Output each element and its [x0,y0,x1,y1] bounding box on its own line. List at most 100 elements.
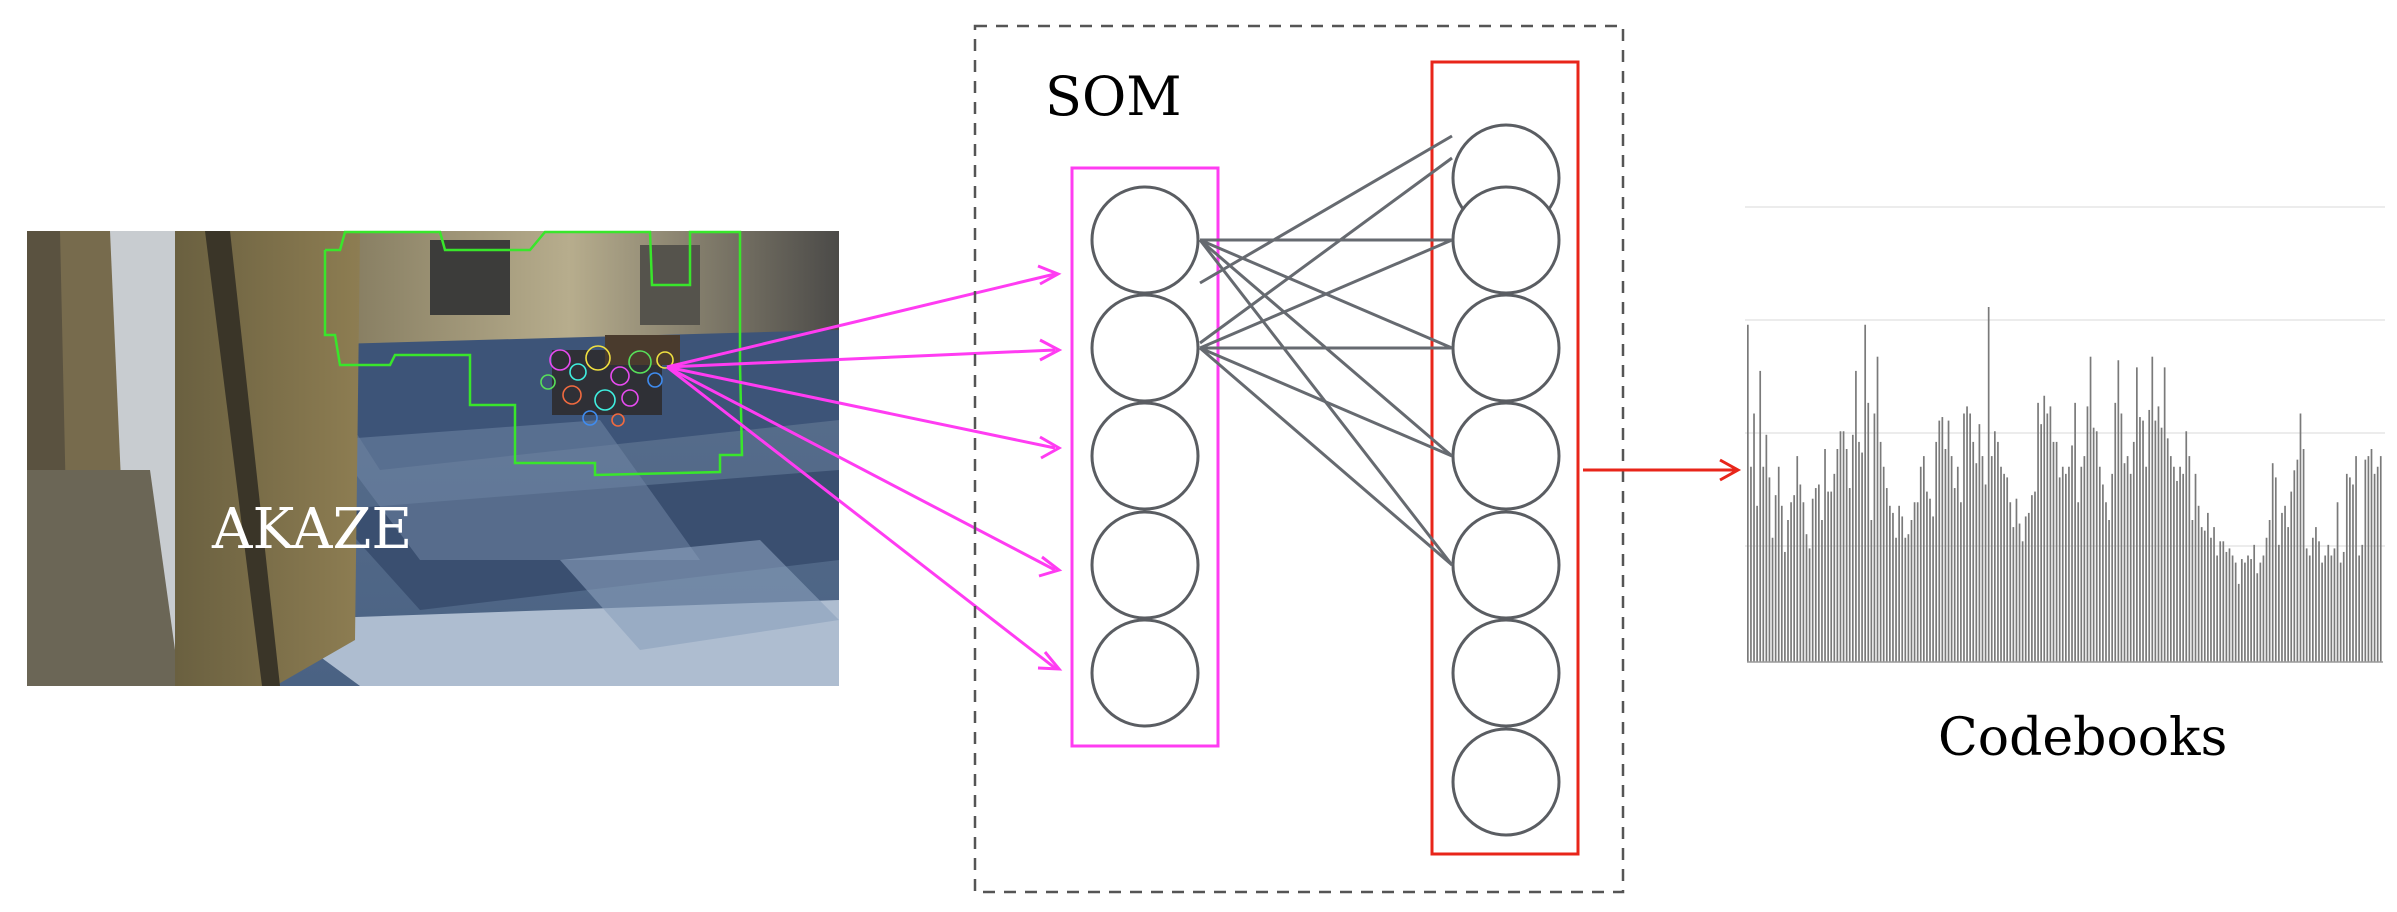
histogram-bar [1771,537,1774,662]
histogram-bar [1750,466,1752,662]
histogram-bar [2006,477,2009,662]
histogram-bar [2345,473,2348,662]
histogram-bar [2120,413,2123,662]
som-frame [973,24,1625,894]
histogram-bar [1892,512,1894,662]
histogram-bar [2003,473,2005,662]
histogram-bar [2166,438,2169,662]
histogram-bar [2163,367,2166,662]
histogram-bar [2027,512,2030,662]
histogram-bar [2157,406,2160,662]
histogram-bar [2207,512,2209,662]
histogram-bar [2021,541,2024,662]
histogram-bar [1765,434,1768,662]
histogram-bar [2342,551,2345,662]
histogram-bar [1916,502,1919,662]
histogram-bar [2145,466,2147,662]
histogram-bar [2182,473,2185,662]
histogram-bar [1873,413,1876,662]
histogram-bar [1969,413,1971,662]
histogram-bar [2278,544,2280,662]
histogram-bar [2040,424,2042,662]
histogram-bar [2111,473,2114,662]
histogram-bar [1824,449,1826,662]
histogram-bar [1821,520,1823,662]
histogram-bar [2080,466,2083,662]
histogram-bar [2234,562,2237,662]
input-neuron [1090,185,1200,295]
output-neurons [1451,123,1561,837]
output-neuron [1451,401,1561,511]
histogram-bar [1898,505,1900,662]
histogram-bar [2379,456,2382,662]
histogram-bar [1950,456,1953,662]
output-neuron [1451,727,1561,837]
histogram-bar [1904,537,1907,662]
corridor-photo-icon [27,230,839,686]
input-arrows [666,264,1063,671]
histogram-bar [2160,427,2163,662]
histogram-bar [2222,541,2225,662]
histogram-bars [1747,307,2383,663]
histogram-bar [1759,370,1762,662]
histogram-bar [2126,456,2129,662]
histogram-bar [1935,441,1938,662]
histogram-bar [1944,449,1947,662]
histogram-bar [2203,530,2206,662]
histogram-bar [1885,488,1888,662]
histogram-bar [2169,456,2172,662]
histogram-bar [2244,562,2246,662]
histogram-bar [2231,555,2234,662]
histogram-bar [2333,548,2336,662]
histogram-bar [1802,502,1805,662]
histogram-bar [2271,463,2274,662]
histogram-bar [1981,456,1984,662]
histogram-bar [2092,427,2095,662]
histogram-bar [1830,491,1833,662]
output-neuron [1451,293,1561,403]
histogram-bar [2012,527,2015,662]
histogram-bar [1956,466,1959,662]
histogram-bar [2228,548,2231,662]
input-neuron [1090,401,1200,511]
histogram-bar [2308,555,2311,662]
histogram-bar [2061,466,2064,662]
histogram-bar [2065,473,2067,662]
histogram-bar [2327,544,2330,662]
histogram-bar [2219,541,2222,662]
histogram-bar [1963,413,1965,662]
histogram-bar [1978,424,1981,662]
histogram-bar [2200,527,2203,662]
histogram-bar [2139,417,2141,662]
histogram-bar [2311,537,2314,662]
histogram-bar [1799,484,1802,662]
histogram-bar [2136,367,2138,662]
histogram-bar [2077,502,2080,662]
histogram-bar [1842,431,1845,662]
histogram-bar [1975,463,1978,662]
histogram-bar [2330,555,2333,662]
histogram-bar [1845,449,1848,662]
histogram-bar [1762,466,1765,662]
histogram-bar [2299,413,2302,662]
output-neuron [1451,510,1561,620]
histogram-bar [2225,551,2228,662]
histogram-bar [2321,562,2323,662]
histogram-bar [2142,420,2144,662]
histogram-bar [2188,456,2191,662]
histogram-bar [2262,555,2265,662]
histogram-bar [1889,505,1891,662]
histogram-bar [1882,466,1885,662]
histogram-bar [2052,441,2055,662]
histogram-bar [1796,456,1799,662]
histogram-bar [2268,520,2271,662]
histogram-bar [2105,502,2107,662]
histogram-bar [1861,452,1863,662]
histogram-bar [1827,491,1829,662]
akaze-label: AKAZE [211,497,412,562]
histogram-bar [2213,527,2215,662]
histogram-bar [1953,488,1956,662]
histogram-bar [2018,523,2021,662]
histogram-bar [2024,516,2027,662]
